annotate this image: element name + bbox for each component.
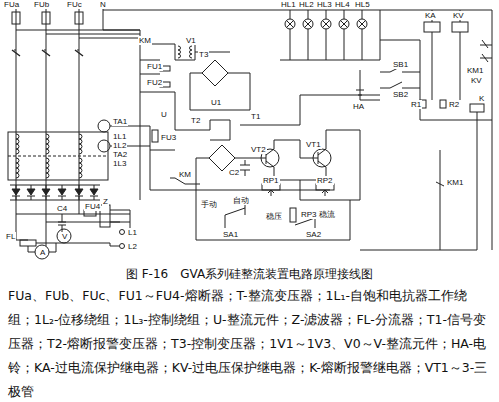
component-label: L1	[127, 228, 138, 237]
component-label: KV	[470, 76, 483, 85]
diode-symbol	[75, 185, 83, 200]
coil	[178, 46, 181, 58]
component-label: RP2	[316, 176, 334, 185]
component-label: K	[478, 94, 485, 103]
component-label: SA2	[305, 230, 322, 239]
coil	[16, 158, 19, 178]
coil-windings	[16, 46, 192, 178]
component-label: KA	[424, 11, 437, 20]
component-label: 稳流	[318, 210, 336, 219]
component-label: R1	[410, 100, 422, 109]
component-label: T1	[250, 112, 261, 121]
component-label: SB2	[392, 90, 409, 99]
legend-note: FUa、FUb、FUc、FU1～FU4-熔断器；T-整流变压器；1L₁-自饱和电…	[8, 284, 492, 402]
transistors	[250, 130, 360, 200]
component-label: T2	[190, 116, 201, 125]
component-label: 1L3	[112, 159, 127, 168]
component-label: FU1	[146, 62, 163, 71]
component-label: KM	[138, 36, 152, 45]
component-label: V	[61, 232, 68, 241]
coil	[16, 134, 19, 154]
component-label: N	[99, 0, 107, 9]
component-label: KM	[178, 170, 192, 179]
control-circuit	[140, 44, 380, 190]
component-label: 自动	[232, 196, 250, 205]
coil	[46, 134, 49, 154]
component-label: FUa	[3, 0, 20, 9]
component-label: A	[39, 248, 46, 257]
lamp-cross	[359, 21, 366, 28]
component-label: 手动	[200, 200, 218, 209]
component-label: L2	[127, 242, 138, 251]
component-label: R2	[448, 100, 460, 109]
diode-symbol	[27, 185, 35, 200]
lamp-cross	[287, 21, 294, 28]
component-label: U1	[210, 98, 222, 107]
component-label: HL2	[298, 0, 315, 9]
component-label: FUb	[33, 0, 50, 9]
component-label: VT1	[305, 140, 322, 149]
component-label: FU3	[160, 133, 177, 142]
lamp-symbol	[339, 19, 349, 29]
component-label: KV	[452, 11, 465, 20]
lamp-symbol	[357, 19, 367, 29]
lamp-cross	[305, 21, 312, 28]
transformer-T	[8, 132, 108, 180]
diode-symbol	[58, 185, 66, 200]
lamp-symbol	[321, 19, 331, 29]
lamp-symbol	[303, 19, 313, 29]
figure-caption: 图 F-16 GVA系列硅整流装置电路原理接线图	[0, 266, 499, 283]
component-label: FUc	[66, 0, 83, 9]
coil	[190, 46, 193, 58]
pots-switches	[196, 160, 350, 240]
component-label: RP1	[262, 176, 280, 185]
component-label: HL5	[354, 0, 371, 9]
component-label: C4	[56, 204, 68, 213]
component-label: VT2	[250, 145, 267, 154]
supply-wires	[12, 8, 492, 250]
component-label: FU2	[146, 78, 163, 87]
lamp-symbol	[285, 19, 295, 29]
schematic	[0, 0, 499, 265]
component-label: HL1	[280, 0, 297, 9]
component-label: KM1	[466, 66, 484, 75]
component-label: C2	[228, 168, 240, 177]
output-section	[16, 200, 130, 259]
component-label: SA1	[222, 230, 239, 239]
coil	[46, 158, 49, 178]
component-label: 1L2	[112, 141, 127, 150]
component-label: 1L1	[112, 132, 127, 141]
component-label: HL3	[316, 0, 333, 9]
diode-symbol	[12, 185, 20, 200]
lamp-cross	[341, 21, 348, 28]
diode-symbol	[90, 185, 98, 200]
component-label: T3	[198, 50, 209, 59]
component-label: SB1	[392, 60, 409, 69]
component-label: HL4	[334, 0, 351, 9]
lamp-cross	[323, 21, 330, 28]
component-label: 稳压	[265, 212, 283, 221]
coil	[79, 158, 82, 178]
component-label: HA	[352, 102, 365, 111]
component-label: TA1	[112, 117, 128, 126]
diode-row	[10, 185, 100, 200]
component-label: FL	[5, 232, 16, 241]
coil	[79, 134, 82, 154]
component-label: U	[160, 110, 168, 119]
component-label: RP3	[300, 210, 318, 219]
component-label: TA2	[112, 150, 128, 159]
component-label: Z	[102, 197, 109, 206]
diode-symbol	[42, 185, 50, 200]
lamps-relays	[280, 10, 492, 250]
component-label: FU4	[84, 202, 101, 211]
component-label: KM1	[446, 178, 464, 187]
component-label: V1	[185, 36, 197, 45]
